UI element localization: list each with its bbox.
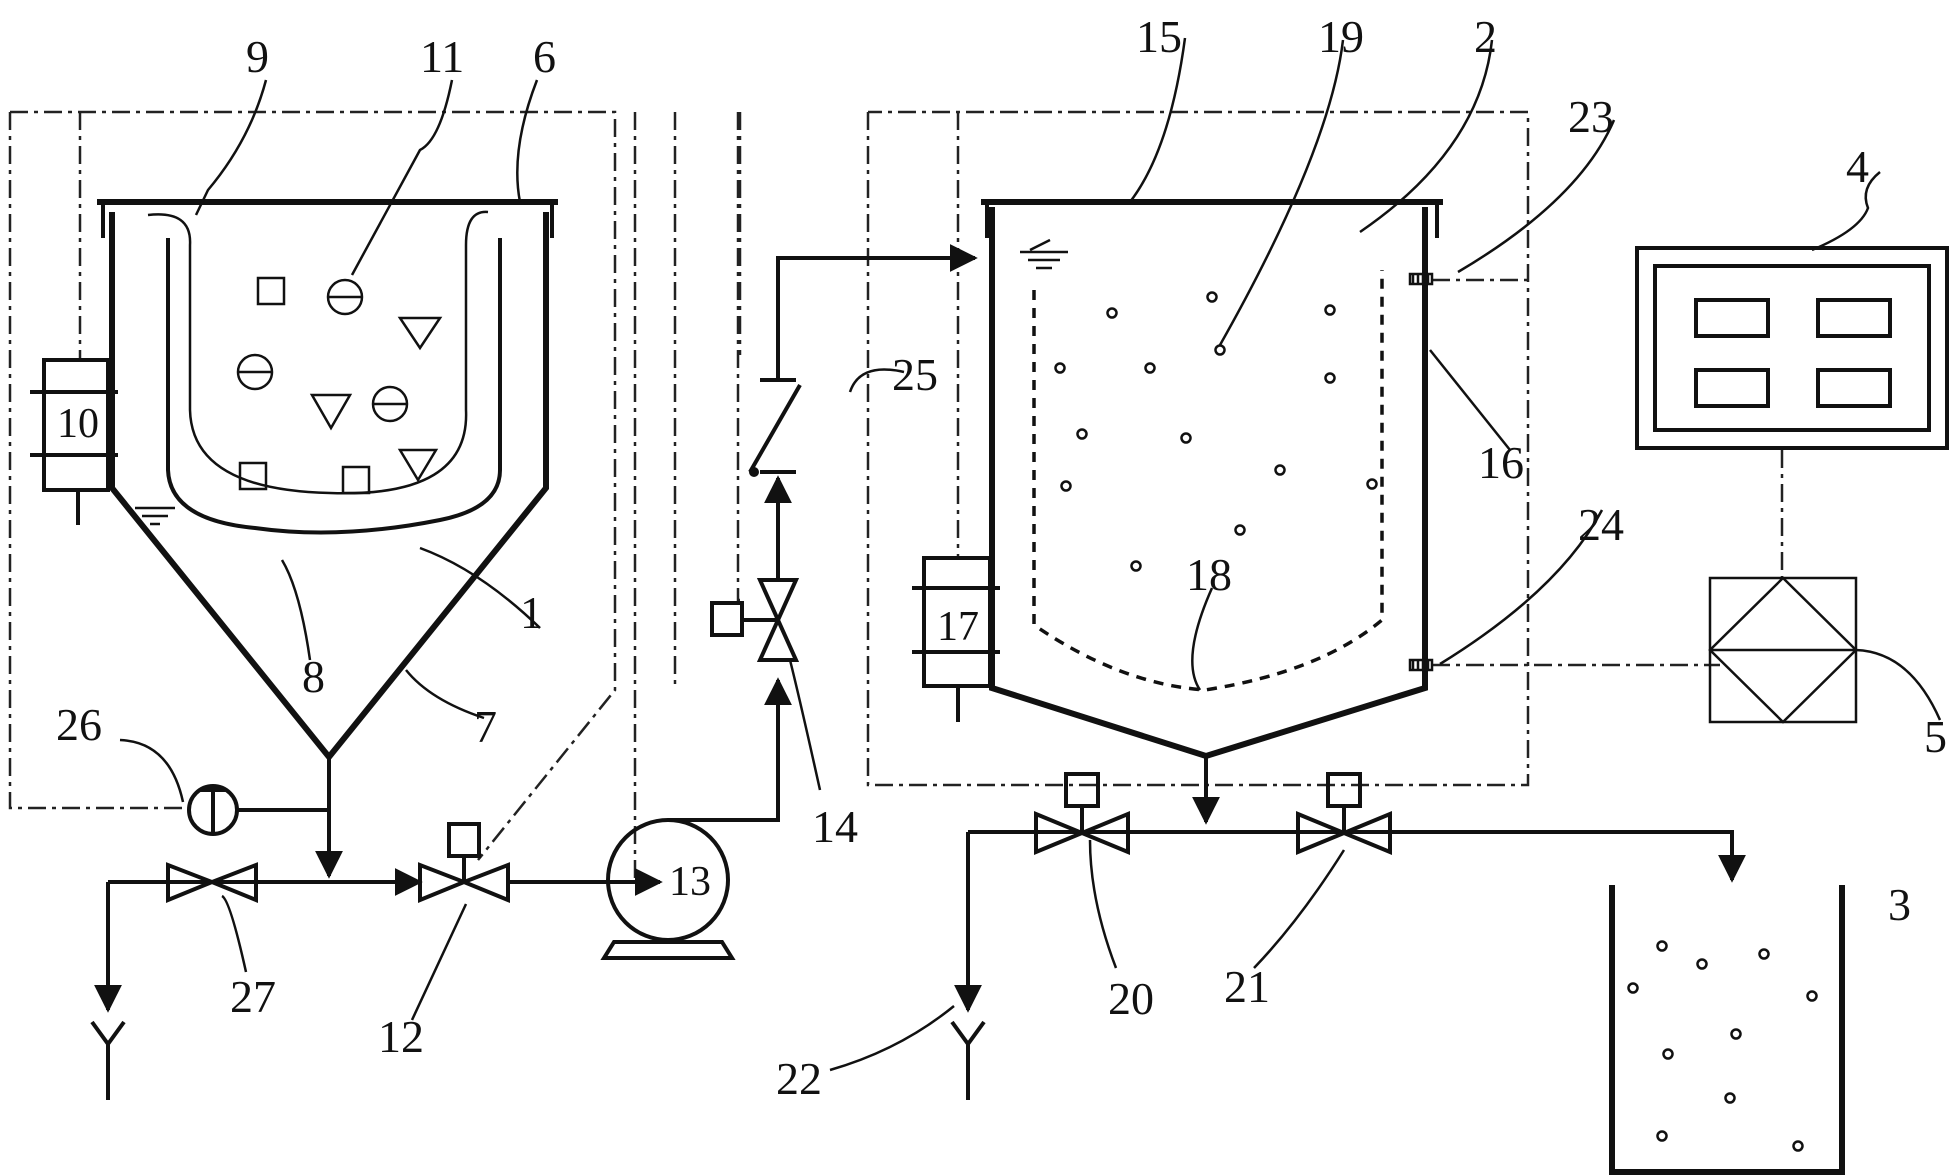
label-21: 21 (1224, 961, 1270, 1012)
label-3: 3 (1888, 879, 1911, 930)
label-11: 11 (420, 31, 464, 82)
valve-27 (166, 862, 258, 903)
label-6: 6 (533, 31, 556, 82)
label-4: 4 (1846, 141, 1869, 192)
label-22: 22 (776, 1053, 822, 1104)
tank-2-vessel (981, 199, 1443, 760)
sensor-23 (1408, 272, 1434, 286)
check-valve-25 (748, 244, 978, 580)
label-7: 7 (474, 701, 497, 752)
label-24: 24 (1578, 499, 1624, 550)
label-10: 10 (57, 401, 99, 447)
label-8: 8 (302, 651, 325, 702)
label-26: 26 (56, 699, 102, 750)
component-17-box: 17 (912, 556, 1000, 722)
label-18: 18 (1186, 549, 1232, 600)
label-5: 5 (1924, 711, 1947, 762)
label-16: 16 (1478, 437, 1524, 488)
valve-14-motorized (710, 578, 800, 662)
gauge-26 (187, 784, 329, 836)
label-25: 25 (892, 349, 938, 400)
label-27: 27 (230, 971, 276, 1022)
label-15: 15 (1136, 11, 1182, 62)
valve-21-motorized (1296, 772, 1392, 855)
label-13: 13 (669, 859, 711, 905)
component-10-box: 10 (30, 358, 118, 525)
sensor-24 (1408, 658, 1434, 672)
label-12: 12 (378, 1011, 424, 1062)
drain-symbol-left (90, 1020, 126, 1100)
controller-4-panel (1635, 246, 1949, 450)
container-3 (1609, 885, 1845, 1175)
label-2: 2 (1474, 11, 1497, 62)
drain-symbol-22 (950, 1020, 986, 1100)
label-19: 19 (1318, 11, 1364, 62)
label-14: 14 (812, 801, 858, 852)
label-9: 9 (246, 31, 269, 82)
figure-labels: 1 2 3 4 5 6 7 8 9 11 12 14 15 16 18 19 2… (56, 11, 1947, 1104)
control-signal-lines (8, 110, 1784, 880)
tank-1-conical-vessel (97, 199, 558, 762)
discharge-pipe (968, 830, 1746, 883)
label-17: 17 (937, 604, 979, 650)
valve-12-motorized (418, 822, 600, 903)
label-20: 20 (1108, 973, 1154, 1024)
valve-20-motorized (1034, 772, 1130, 855)
pump-13: 13 (600, 677, 792, 960)
leader-lines (119, 37, 1942, 1072)
label-23: 23 (1568, 91, 1614, 142)
component-5-junction (1708, 576, 1858, 724)
label-1: 1 (520, 587, 543, 638)
